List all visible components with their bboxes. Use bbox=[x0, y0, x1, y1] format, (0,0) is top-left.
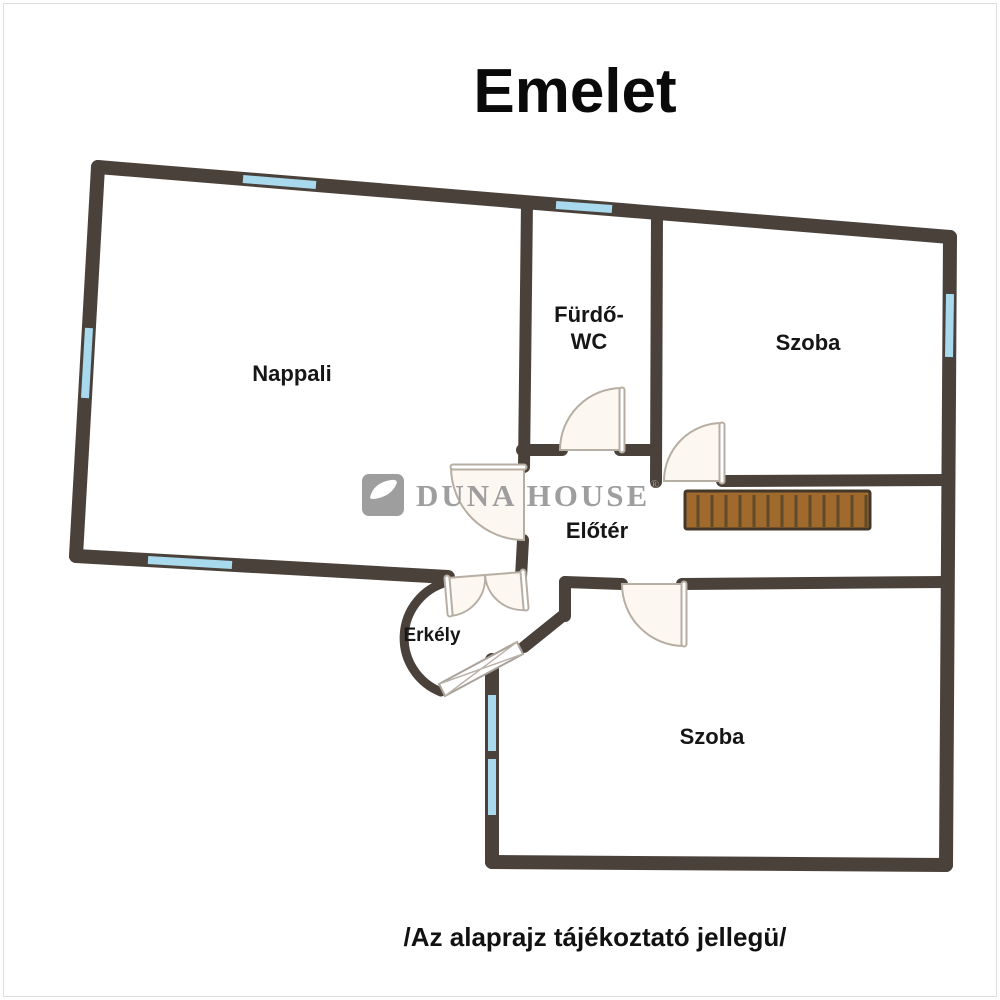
door-bathroom bbox=[558, 386, 626, 454]
door-arc bbox=[449, 466, 525, 542]
wall-bathroom-right bbox=[650, 207, 663, 488]
window bbox=[242, 175, 317, 189]
room-label-furdo-line2: WC bbox=[571, 329, 608, 354]
window bbox=[945, 293, 954, 358]
room-label-eloter: Előtér bbox=[566, 518, 629, 543]
wall-bottom bbox=[485, 855, 953, 872]
door-topszoba bbox=[662, 421, 726, 485]
wall-hall-diagonal bbox=[518, 608, 571, 653]
door-bottomszoba bbox=[620, 580, 688, 648]
window bbox=[555, 201, 613, 213]
window bbox=[81, 327, 93, 399]
double-door-balcony bbox=[443, 568, 530, 618]
wall-bottomroom-top-left bbox=[559, 576, 628, 590]
room-label-szoba-top: Szoba bbox=[776, 330, 842, 355]
disclaimer-text: /Az alaprajz tájékoztató jellegü/ bbox=[403, 922, 787, 952]
room-label-erkely: Erkély bbox=[403, 625, 460, 646]
room-label-nappali: Nappali bbox=[252, 361, 331, 386]
wall-nappali-bottom bbox=[69, 549, 455, 584]
watermark: DUNA HOUSE ® bbox=[362, 474, 659, 516]
room-label-szoba-bottom: Szoba bbox=[680, 724, 746, 749]
door-arc-right bbox=[483, 570, 528, 612]
door-nappali bbox=[449, 463, 528, 542]
wall-bottomroom-top-right bbox=[676, 576, 952, 590]
door-arc bbox=[662, 421, 723, 482]
door-arc bbox=[620, 583, 685, 648]
wall-bathroom-left bbox=[518, 196, 533, 473]
glass-door-cross bbox=[438, 641, 524, 697]
door-arc bbox=[558, 386, 623, 451]
glass-door-balcony bbox=[437, 640, 525, 698]
room-label-furdo-line1: Fürdő- bbox=[554, 302, 624, 327]
stairs-treads bbox=[696, 495, 868, 527]
leaf-stem-icon bbox=[372, 483, 393, 499]
watermark-brand: DUNA HOUSE bbox=[416, 478, 650, 513]
wall-topszoba-bottom bbox=[716, 474, 952, 487]
door-leaf bbox=[445, 576, 452, 616]
window bbox=[147, 556, 233, 569]
page-title: Emelet bbox=[473, 57, 677, 126]
watermark-registered: ® bbox=[650, 477, 659, 491]
stairs bbox=[683, 489, 872, 531]
wall-balcony-arc bbox=[399, 577, 452, 697]
door-leaf bbox=[521, 570, 528, 610]
